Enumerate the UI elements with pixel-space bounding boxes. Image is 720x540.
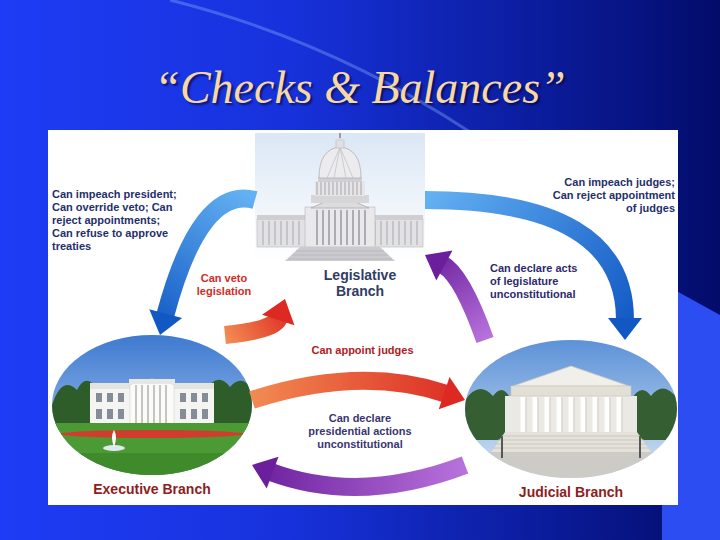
power-label: Can veto legislation [193, 272, 255, 298]
white-house-scene-part-part [191, 409, 197, 419]
power-label: Can impeach judges; Can reject appointme… [547, 176, 675, 215]
capitol-picture [255, 133, 425, 261]
supreme-court-scene-part [491, 432, 651, 452]
supreme-court-scene-part [465, 389, 511, 440]
capitol-building-part [335, 138, 345, 141]
white-house-scene-part [60, 430, 244, 438]
power-arrow [425, 251, 485, 340]
white-house-scene [52, 335, 252, 475]
arrow-head [439, 377, 465, 409]
slide-title: “Checks & Balances” [0, 62, 720, 114]
supreme-court-scene-part [631, 388, 677, 440]
white-house-scene-part-part [191, 393, 197, 402]
power-arrow [149, 198, 255, 335]
white-house-scene-part-part [118, 409, 124, 419]
power-arrow [252, 457, 465, 489]
capitol-building-part [311, 195, 369, 203]
white-house-scene-part-part [96, 393, 102, 402]
arrow-head [425, 251, 452, 281]
white-house-scene-part-part [107, 393, 113, 402]
supreme-court-scene-part [465, 452, 677, 478]
white-house-scene-part-part [180, 393, 186, 402]
white-house-scene-part [129, 379, 175, 384]
arrow-body [425, 200, 625, 320]
capitol-building-part [327, 147, 353, 178]
capitol-building-part [319, 147, 361, 178]
capitol-building-part [288, 251, 392, 259]
arrow-body [225, 318, 279, 335]
power-label: Can impeach president; Can override veto… [52, 188, 178, 253]
power-arrow [252, 377, 465, 409]
branch-label: Judicial Branch [465, 484, 677, 500]
power-label: Can declare acts of legislature unconsti… [490, 262, 590, 301]
supreme-court-scene-part [513, 366, 629, 386]
arrow-body [443, 265, 485, 340]
arrow-head [262, 299, 294, 325]
white-house-scene-part [130, 379, 174, 427]
branch-node: Judicial Branch [465, 340, 677, 500]
white-house-scene-part [52, 453, 252, 475]
supreme-court-scene-part [639, 436, 641, 458]
white-house-scene-part [112, 430, 116, 447]
supreme-court-scene-part [526, 397, 622, 432]
capitol-building-part [315, 181, 365, 196]
supreme-court-scene-part [465, 340, 677, 478]
white-house-scene-part-part [118, 393, 124, 402]
white-house-scene-part-part [202, 393, 208, 402]
white-house-scene-part-part [96, 409, 102, 419]
supreme-court-scene-part [511, 386, 631, 396]
white-house-scene-part [52, 423, 252, 475]
power-label: Can declare presidential actions unconst… [300, 412, 420, 451]
sky [255, 133, 425, 261]
supreme-court-picture [465, 340, 677, 478]
power-label: Can appoint judges [300, 344, 425, 357]
white-house-scene-part [52, 335, 252, 475]
arrow-head [149, 309, 182, 335]
supreme-court-scene [465, 340, 677, 478]
arrow-body [165, 198, 255, 315]
capitol-building-part [311, 195, 369, 208]
branch-label: Executive Branch [52, 481, 252, 497]
white-house-scene-part-part [180, 409, 186, 419]
power-arrow [225, 299, 294, 335]
arrow-body [271, 465, 465, 487]
branch-node: Executive Branch [52, 335, 252, 497]
white-house-scene-part-part [107, 409, 113, 419]
branch-label: Legislative Branch [255, 267, 425, 299]
supreme-court-scene-part [493, 436, 649, 448]
power-arrow [425, 200, 642, 340]
white-house-scene-part-part [202, 409, 208, 419]
white-house-scene-part [136, 385, 166, 425]
white-house-picture [52, 335, 252, 475]
capitol-building-part [336, 140, 344, 148]
branch-node: Legislative Branch [255, 133, 425, 299]
supreme-court-scene-part [505, 396, 637, 436]
supreme-court-scene-part [523, 397, 619, 432]
supreme-court-scene-part [501, 436, 503, 458]
capitol-building-part [285, 247, 395, 261]
capitol-building-part [305, 207, 375, 247]
capitol-building [257, 133, 423, 261]
arrow-body [252, 381, 446, 400]
arrow-head [608, 318, 642, 340]
capitol-building-part [317, 210, 365, 245]
capitol-building-part [317, 182, 361, 195]
arrow-head [252, 457, 279, 489]
capitol-building-part [339, 133, 341, 138]
